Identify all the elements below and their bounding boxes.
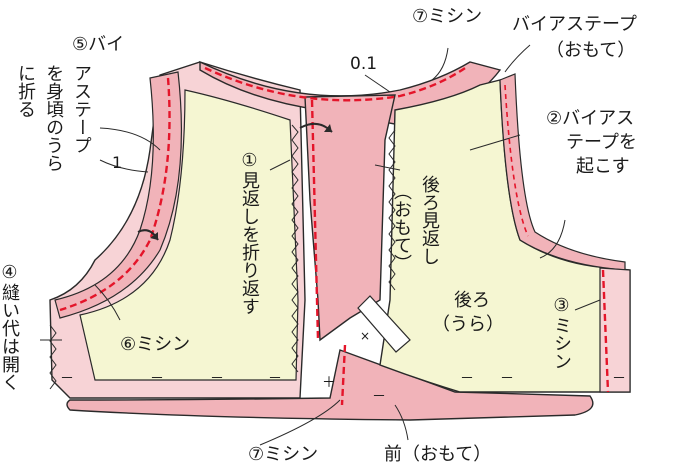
- mark-minus: －: [500, 371, 514, 387]
- label-bottom-stitch: ⑦ミシン: [248, 444, 319, 465]
- stitch-front-bottom: [340, 344, 347, 406]
- label-step2-line3: 起こす: [576, 156, 630, 177]
- stitch-left-armhole: [59, 77, 171, 312]
- mark-cross: ×: [360, 329, 371, 343]
- label-step3: ③ミシン: [551, 295, 572, 370]
- mark-minus: －: [150, 371, 164, 387]
- left-zigzag: [291, 124, 299, 373]
- left-lining: [79, 89, 299, 381]
- interfacing-tab: [357, 295, 411, 353]
- mark-minus: －: [372, 389, 386, 405]
- label-bias-tape: バイアステープ: [512, 14, 637, 35]
- stitch-right-side: [601, 269, 610, 393]
- label-step4: ④縫い代は開く: [0, 262, 20, 391]
- leader-lines: [40, 44, 601, 446]
- right-zigzag: [388, 129, 396, 291]
- stitch-center: [310, 99, 320, 341]
- mark-minus: －: [60, 371, 74, 387]
- stitch-neckline: [204, 65, 469, 102]
- label-step5-line2: アステープ: [71, 64, 92, 154]
- mark-minus: －: [210, 371, 224, 387]
- label-step5-line3: を身頃のうら: [43, 64, 64, 172]
- label-step2-line1: ②バイアス: [546, 108, 635, 129]
- label-back-facing: 後ろ見返し: [419, 175, 440, 265]
- label-front-face: 前（おもて）: [384, 444, 492, 465]
- label-bias-tape-face: （おもて）: [546, 40, 636, 61]
- fold-arrow-center-head: [324, 124, 332, 132]
- front-piece: [66, 349, 594, 421]
- mark-minus: －: [612, 371, 626, 387]
- label-step6: ⑥ミシン: [120, 334, 191, 355]
- label-step5-line4: に折る: [15, 64, 36, 118]
- label-back-inner: （うら）: [432, 314, 504, 335]
- label-step1-measure: 1: [112, 153, 123, 172]
- label-top-stitch: ⑦ミシン: [412, 6, 483, 27]
- mark-plus: ＋: [322, 375, 336, 391]
- label-step5-line1: ⑤バイ: [72, 34, 125, 55]
- mark-minus: －: [460, 371, 474, 387]
- left-bias-tape: [54, 71, 183, 319]
- right-bias-tape: [499, 73, 626, 271]
- fold-arrow-left-head: [150, 232, 158, 240]
- left-bottom-zigzag: [49, 324, 57, 390]
- label-measure: 0.1: [350, 54, 378, 74]
- center-back-facing: [304, 94, 396, 342]
- label-step2-line2: テープを: [566, 132, 637, 153]
- label-back-facing-face: （おもて）: [391, 182, 412, 272]
- label-back: 後ろ: [454, 290, 490, 311]
- label-step1: ①見返しを折り返す: [239, 150, 260, 315]
- mark-minus: －: [268, 371, 282, 387]
